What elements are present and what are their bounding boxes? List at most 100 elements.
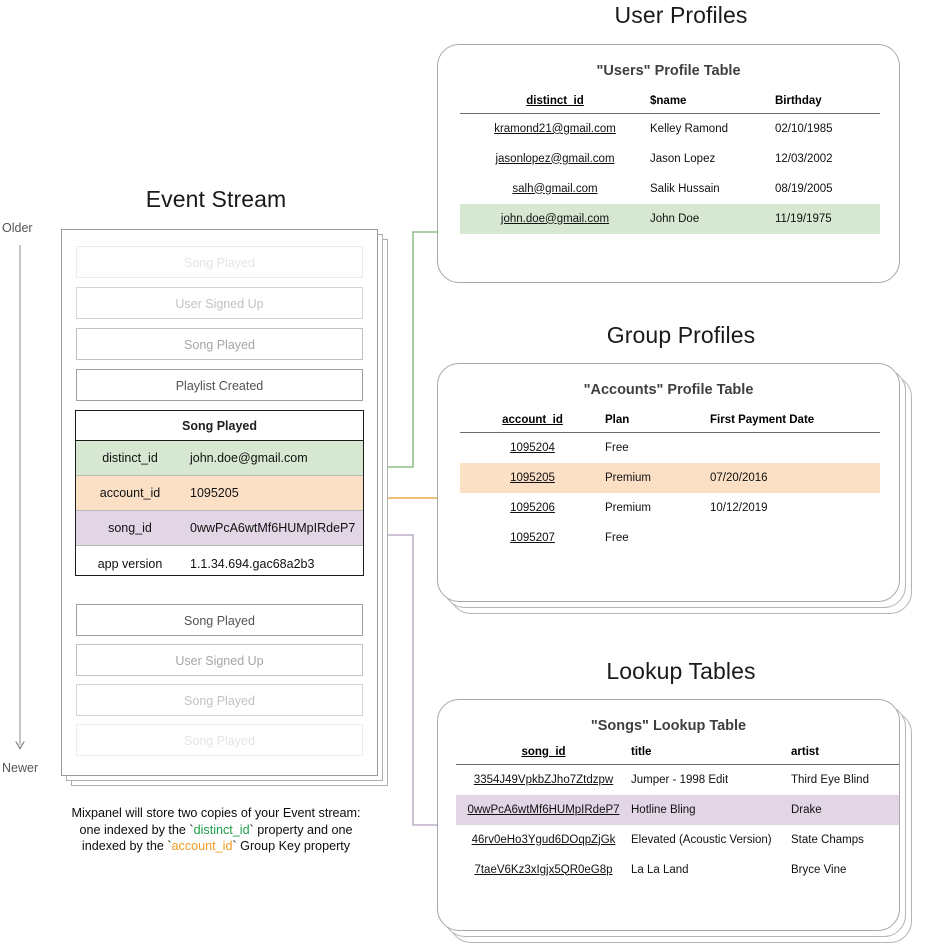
table-row[interactable]: kramond21@gmail.com Kelley Ramond 02/10/… [460,114,880,144]
users-col-birthday: Birthday [775,95,822,107]
accounts-table: account_id Plan First Payment Date 10952… [460,404,880,553]
event-item[interactable]: Playlist Created [76,369,363,401]
cell-first-payment-date [710,523,880,553]
users-table: distinct_id $name Birthday kramond21@gma… [460,85,880,234]
title-event-stream: Event Stream [145,186,287,212]
songs-table-title: "Songs" Lookup Table [590,718,747,734]
cell-distinct-id: kramond21@gmail.com [494,122,616,135]
event-item[interactable]: User Signed Up [76,287,363,319]
cell-title: Jumper - 1998 Edit [631,773,729,786]
event-item[interactable]: Song Played [76,724,363,756]
cell-first-payment-date: 07/20/2016 [710,462,880,493]
event-property-distinct-id: distinct_id john.doe@gmail.com [76,441,363,476]
property-key: distinct_id [102,451,158,465]
cell-distinct-id: john.doe@gmail.com [460,203,650,234]
title-user-profiles: User Profiles [614,2,748,28]
cell-title: La La Land [631,863,689,876]
songs-table: song_id title artist 3354J49VpkbZJho7Ztd… [456,736,899,885]
table-row[interactable]: 46rv0eHo3Ygud6DOqpZjGk Elevated (Acousti… [456,825,899,855]
cell-distinct-id: jasonlopez@gmail.com [495,152,615,165]
cell-artist: Drake [791,794,899,825]
property-key: app version [97,556,163,571]
caption-line2-post: ` property and one [249,822,353,837]
title-group-profiles: Group Profiles [606,322,756,348]
caption-line3-pre: indexed by the ` [81,839,172,853]
table-row-highlighted[interactable]: 1095205 Premium 07/20/2016 [460,462,880,493]
table-row-highlighted[interactable]: john.doe@gmail.com John Doe 11/19/1975 [460,203,880,234]
accounts-col-plan: Plan [605,414,630,426]
cell-artist: Third Eye Blind [791,773,869,786]
property-value: 0wwPcA6wtMf6HUMpIRdeP7 [190,521,356,535]
table-row[interactable]: 1095207 Free [460,523,880,553]
caption-token-distinct-id: distinct_id [193,822,250,837]
caption-line-3: indexed by the `account_id` Group Key pr… [36,838,396,855]
cell-song-id: 46rv0eHo3Ygud6DOqpZjGk [471,833,616,846]
cell-plan: Premium [605,462,710,493]
accounts-col-first-payment-date: First Payment Date [710,414,815,426]
users-profile-card: "Users" Profile Table distinct_id $name … [437,44,900,283]
cell-song-id: 3354J49VpkbZJho7Ztdzpw [473,773,614,786]
accounts-profile-card-stack: "Accounts" Profile Table account_id Plan… [437,363,917,618]
property-value: john.doe@gmail.com [190,451,308,465]
event-stream-card: Song Played User Signed Up Song Played P… [61,229,378,776]
timeline-label-older: Older [2,221,33,235]
caption-line-1: Mixpanel will store two copies of your E… [71,806,361,820]
event-stream-stack: Song Played User Signed Up Song Played P… [61,229,391,789]
cell-account-id: 1095207 [510,531,555,544]
table-row-highlighted[interactable]: 0wwPcA6wtMf6HUMpIRdeP7 Hotline Bling Dra… [456,794,899,825]
users-col-distinct-id: distinct_id [526,95,584,107]
songs-lookup-card: "Songs" Lookup Table song_id title artis… [437,699,900,931]
event-property-app-version: app version 1.1.34.694.gac68a2b3 [76,546,363,581]
timeline-label-newer: Newer [2,761,39,775]
property-value: 1.1.34.694.gac68a2b3 [190,556,315,571]
event-property-account-id: account_id 1095205 [76,476,363,511]
songs-col-title: title [631,746,652,758]
songs-col-artist: artist [791,746,820,758]
users-table-header-row: distinct_id $name Birthday [460,85,880,114]
users-col-name: $name [650,95,687,107]
cell-artist: Bryce Vine [791,863,847,876]
event-stream-caption: Mixpanel will store two copies of your E… [36,805,396,855]
table-row[interactable]: 1095206 Premium 10/12/2019 [460,493,880,523]
cell-name: John Doe [650,203,775,234]
expanded-event-header: Song Played [76,411,363,441]
caption-line2-pre: one indexed by the ` [79,822,194,837]
cell-distinct-id: salh@gmail.com [512,182,598,195]
cell-artist: State Champs [791,833,864,846]
cell-account-id: 1095206 [510,501,555,514]
users-table-title: "Users" Profile Table [596,63,741,79]
cell-title: Hotline Bling [631,794,791,825]
songs-lookup-card-stack: "Songs" Lookup Table song_id title artis… [437,699,917,949]
event-item[interactable]: User Signed Up [76,644,363,676]
accounts-profile-card: "Accounts" Profile Table account_id Plan… [437,363,900,602]
cell-account-id: 1095205 [460,462,605,493]
cell-first-payment-date: 10/12/2019 [710,501,768,514]
accounts-col-account-id: account_id [502,414,563,426]
cell-account-id: 1095204 [510,441,555,454]
caption-line3-post: ` Group Key property [232,839,351,853]
accounts-table-header-row: account_id Plan First Payment Date [460,404,880,433]
cell-plan: Free [605,531,629,544]
cell-name: Jason Lopez [650,152,716,165]
cell-first-payment-date [710,433,880,463]
property-key: account_id [99,486,161,500]
property-key: song_id [108,521,152,535]
event-item[interactable]: Song Played [76,604,363,636]
cell-song-id: 0wwPcA6wtMf6HUMpIRdeP7 [456,794,631,825]
table-row[interactable]: salh@gmail.com Salik Hussain 08/19/2005 [460,174,880,204]
event-item[interactable]: Song Played [76,328,363,360]
event-property-song-id: song_id 0wwPcA6wtMf6HUMpIRdeP7 [76,511,363,546]
expanded-event-card[interactable]: Song Played distinct_id john.doe@gmail.c… [75,410,364,576]
cell-plan: Free [605,441,629,454]
cell-name: Salik Hussain [650,182,720,195]
table-row[interactable]: 7taeV6Kz3xIgjx5QR0eG8p La La Land Bryce … [456,855,899,885]
caption-line-2: one indexed by the `distinct_id` propert… [36,822,396,839]
cell-name: Kelley Ramond [650,122,728,135]
cell-birthday: 02/10/1985 [775,122,833,135]
table-row[interactable]: jasonlopez@gmail.com Jason Lopez 12/03/2… [460,144,880,174]
table-row[interactable]: 1095204 Free [460,433,880,463]
event-item[interactable]: Song Played [76,246,363,278]
table-row[interactable]: 3354J49VpkbZJho7Ztdzpw Jumper - 1998 Edi… [456,765,899,795]
event-item[interactable]: Song Played [76,684,363,716]
